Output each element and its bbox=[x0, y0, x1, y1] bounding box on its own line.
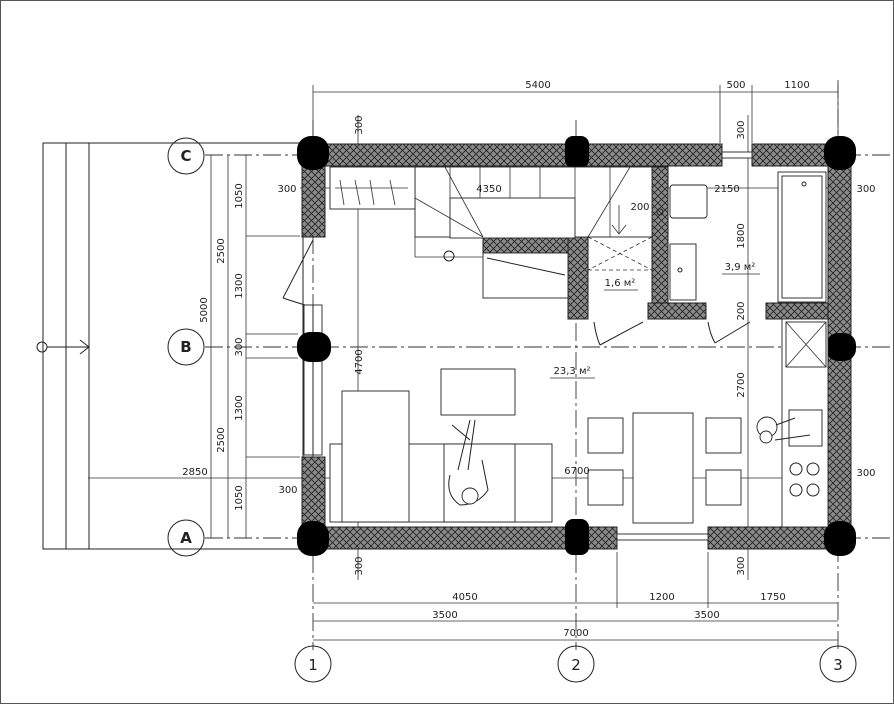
dim-label: 200 bbox=[630, 202, 649, 213]
dim-label: 300 bbox=[278, 485, 297, 496]
dim-label: 300 bbox=[736, 556, 747, 575]
dim-label: 5400 bbox=[525, 80, 550, 91]
area-hall: 23,3 м² bbox=[554, 366, 591, 377]
dim-label: 500 bbox=[726, 80, 745, 91]
area-bathroom: 3,9 м² bbox=[725, 262, 756, 273]
axis-markers: C B A 1 2 3 bbox=[167, 137, 857, 683]
area-storage: 1,6 м² bbox=[605, 278, 636, 289]
dim-label: 1050 bbox=[234, 485, 245, 510]
dim-label: 1800 bbox=[736, 223, 747, 248]
dim-label: 4700 bbox=[354, 349, 365, 374]
staircase bbox=[329, 166, 653, 299]
dim-label: 300 bbox=[354, 556, 365, 575]
dim-label: 1300 bbox=[234, 273, 245, 298]
dim-label: 6700 bbox=[564, 466, 589, 477]
kitchen bbox=[756, 318, 829, 528]
dim-label: 300 bbox=[736, 120, 747, 139]
dim-label: 4350 bbox=[476, 184, 501, 195]
axis-bubble-c bbox=[167, 137, 205, 175]
dim-label: 1200 bbox=[649, 592, 674, 603]
dim-label: 2850 bbox=[182, 467, 207, 478]
area-labels: 23,3 м² 1,6 м² 3,9 м² bbox=[550, 262, 760, 379]
axis-label-b: B bbox=[180, 338, 191, 356]
dim-label: 300 bbox=[856, 184, 875, 195]
furniture bbox=[329, 368, 742, 524]
columns bbox=[297, 136, 856, 556]
dim-label: 2700 bbox=[736, 372, 747, 397]
dim-label: 1050 bbox=[234, 183, 245, 208]
dim-label: 3500 bbox=[432, 610, 457, 621]
dim-label: 200 bbox=[736, 301, 747, 320]
dim-label: 2500 bbox=[216, 427, 227, 452]
axis-label-3: 3 bbox=[833, 656, 843, 674]
dim-label: 2500 bbox=[216, 238, 227, 263]
dim-label: 1750 bbox=[760, 592, 785, 603]
dim-label: 1100 bbox=[784, 80, 809, 91]
doors bbox=[282, 239, 751, 346]
dim-label: 4050 bbox=[452, 592, 477, 603]
axis-label-2: 2 bbox=[571, 656, 581, 674]
dim-label: 300 bbox=[856, 468, 875, 479]
dimension-labels: 5400 500 1100 300 300 1050 2500 1300 500… bbox=[182, 80, 875, 639]
dim-label: 7000 bbox=[563, 628, 588, 639]
axis-bubble-1 bbox=[294, 645, 332, 683]
dim-label: 300 bbox=[234, 337, 245, 356]
porch bbox=[36, 142, 304, 550]
dim-label: 300 bbox=[277, 184, 296, 195]
dim-label: 5000 bbox=[199, 297, 210, 322]
axis-bubble-a bbox=[167, 519, 205, 557]
axis-label-c: C bbox=[180, 147, 191, 165]
axis-bubble-2 bbox=[557, 645, 595, 683]
axis-bubble-3 bbox=[819, 645, 857, 683]
dim-label: 2150 bbox=[714, 184, 739, 195]
bathroom-fixtures bbox=[656, 171, 827, 303]
dim-label: 300 bbox=[354, 115, 365, 134]
axis-bubble-b bbox=[167, 328, 205, 366]
walls bbox=[301, 143, 852, 550]
axis-label-1: 1 bbox=[308, 656, 318, 674]
dim-label: 3500 bbox=[694, 610, 719, 621]
dim-label: 1300 bbox=[234, 395, 245, 420]
axis-label-a: A bbox=[180, 529, 192, 547]
